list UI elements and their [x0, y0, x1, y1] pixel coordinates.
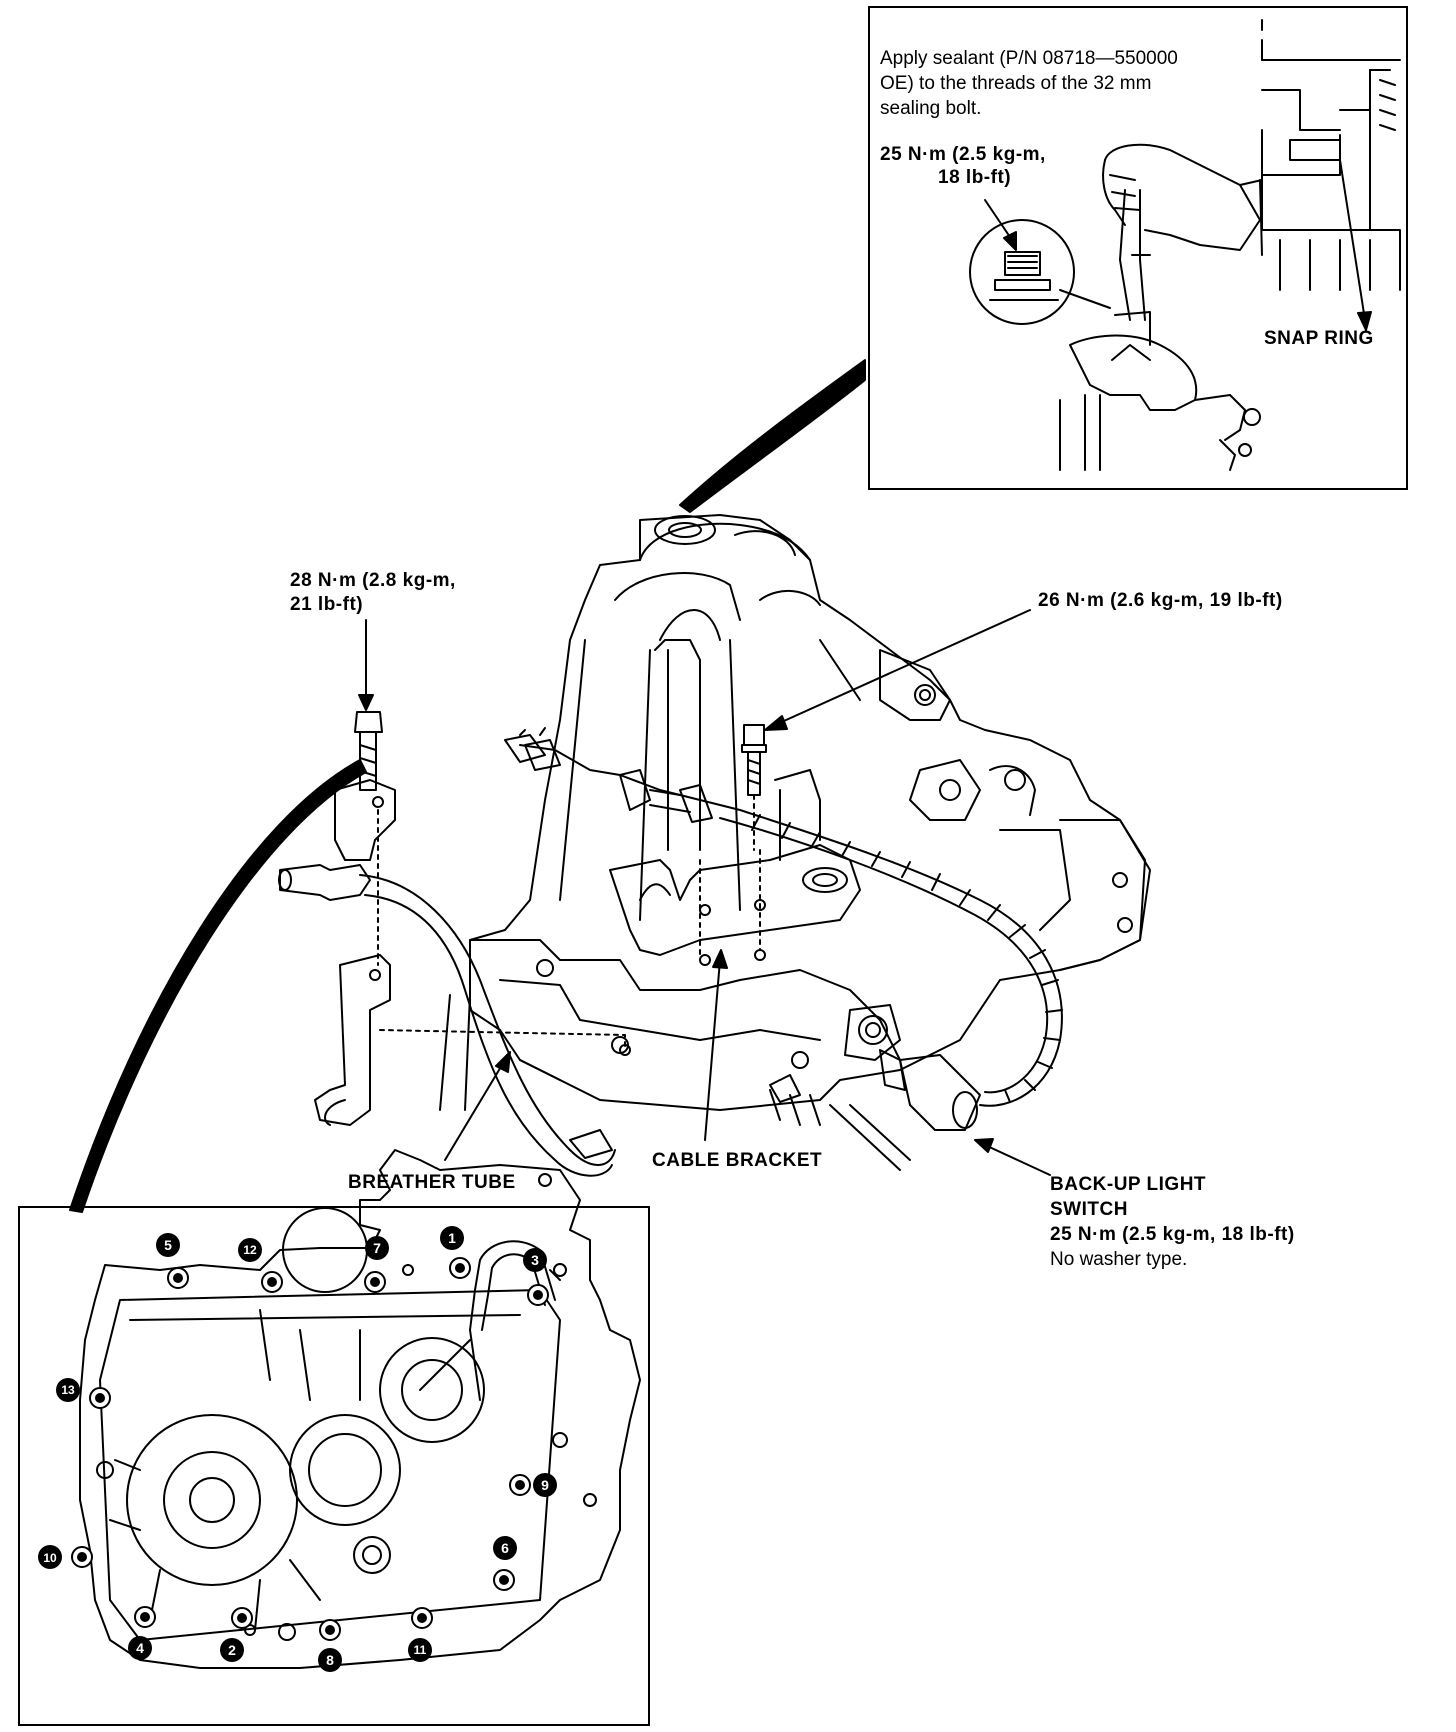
svg-text:8: 8	[326, 1652, 334, 1668]
bolt-number-8: 8	[318, 1648, 342, 1672]
breather-tube-part	[278, 711, 631, 1177]
bolt-number-10: 10	[38, 1545, 62, 1569]
svg-text:5: 5	[164, 1237, 172, 1253]
sealant-note-line-3: sealing bolt.	[880, 98, 982, 119]
bracket-bolt	[741, 724, 767, 851]
svg-text:11: 11	[414, 1643, 427, 1657]
breather-bolt-torque-line-2: 21 lb-ft)	[290, 594, 364, 615]
bolt-number-3: 3	[523, 1248, 547, 1272]
svg-text:6: 6	[501, 1540, 509, 1556]
svg-text:10: 10	[43, 1551, 57, 1565]
bolt-number-1: 1	[440, 1226, 464, 1250]
svg-text:3: 3	[531, 1252, 539, 1268]
svg-text:4: 4	[136, 1640, 144, 1656]
transmission-housing	[439, 514, 1151, 1171]
label-leaders	[358, 609, 1051, 1176]
inset-top-frame	[868, 6, 1408, 490]
sealant-note-line-2: OE) to the threads of the 32 mm	[880, 73, 1152, 94]
back-up-light-switch-note: No washer type.	[1050, 1249, 1188, 1270]
back-up-light-cable	[504, 727, 1063, 1131]
sealant-note-line-1: Apply sealant (P/N 08718—550000	[880, 48, 1178, 69]
bolt-number-4: 4	[128, 1636, 152, 1660]
cable-bracket-part	[609, 769, 861, 966]
snap-ring-label: SNAP RING	[1264, 328, 1374, 349]
bracket-bolt-torque: 26 N·m (2.6 kg-m, 19 lb-ft)	[1038, 590, 1283, 611]
svg-text:7: 7	[373, 1240, 381, 1256]
breather-tube-label: BREATHER TUBE	[348, 1172, 516, 1193]
bolt-number-5: 5	[156, 1233, 180, 1257]
sealing-bolt-torque-line-2: 18 lb-ft)	[938, 167, 1012, 188]
back-up-light-switch-line-2: SWITCH	[1050, 1199, 1128, 1220]
bolt-number-11: 11	[408, 1638, 432, 1662]
svg-text:9: 9	[541, 1477, 549, 1493]
bolt-number-9: 9	[533, 1473, 557, 1497]
sealing-bolt-torque-line-1: 25 N·m (2.5 kg-m,	[880, 144, 1046, 165]
breather-bolt-torque-line-1: 28 N·m (2.8 kg-m,	[290, 570, 456, 591]
bolt-number-12: 12	[238, 1238, 262, 1262]
sealing-bolt-detail	[969, 19, 1401, 471]
bolt-number-2: 2	[220, 1638, 244, 1662]
bolt-number-6: 6	[493, 1536, 517, 1560]
svg-text:2: 2	[228, 1642, 236, 1658]
cable-bracket-label: CABLE BRACKET	[652, 1150, 823, 1171]
callout-swoosh-bottom	[69, 759, 367, 1213]
svg-text:13: 13	[61, 1383, 75, 1397]
callout-swoosh-top	[679, 359, 866, 513]
bolt-positions	[71, 1257, 549, 1641]
svg-text:12: 12	[243, 1243, 257, 1257]
bolt-number-7: 7	[365, 1236, 389, 1260]
back-up-light-switch-line-1: BACK-UP LIGHT	[1050, 1174, 1207, 1195]
back-up-light-switch-torque: 25 N·m (2.5 kg-m, 18 lb-ft)	[1050, 1224, 1295, 1245]
inset-bottom-frame	[18, 1206, 650, 1726]
bolt-number-13: 13	[56, 1378, 80, 1402]
bolt-number-markers: 1 2 3 4 5 6 7 8 9 10 11 12 13	[38, 1226, 557, 1672]
svg-text:1: 1	[448, 1230, 456, 1246]
